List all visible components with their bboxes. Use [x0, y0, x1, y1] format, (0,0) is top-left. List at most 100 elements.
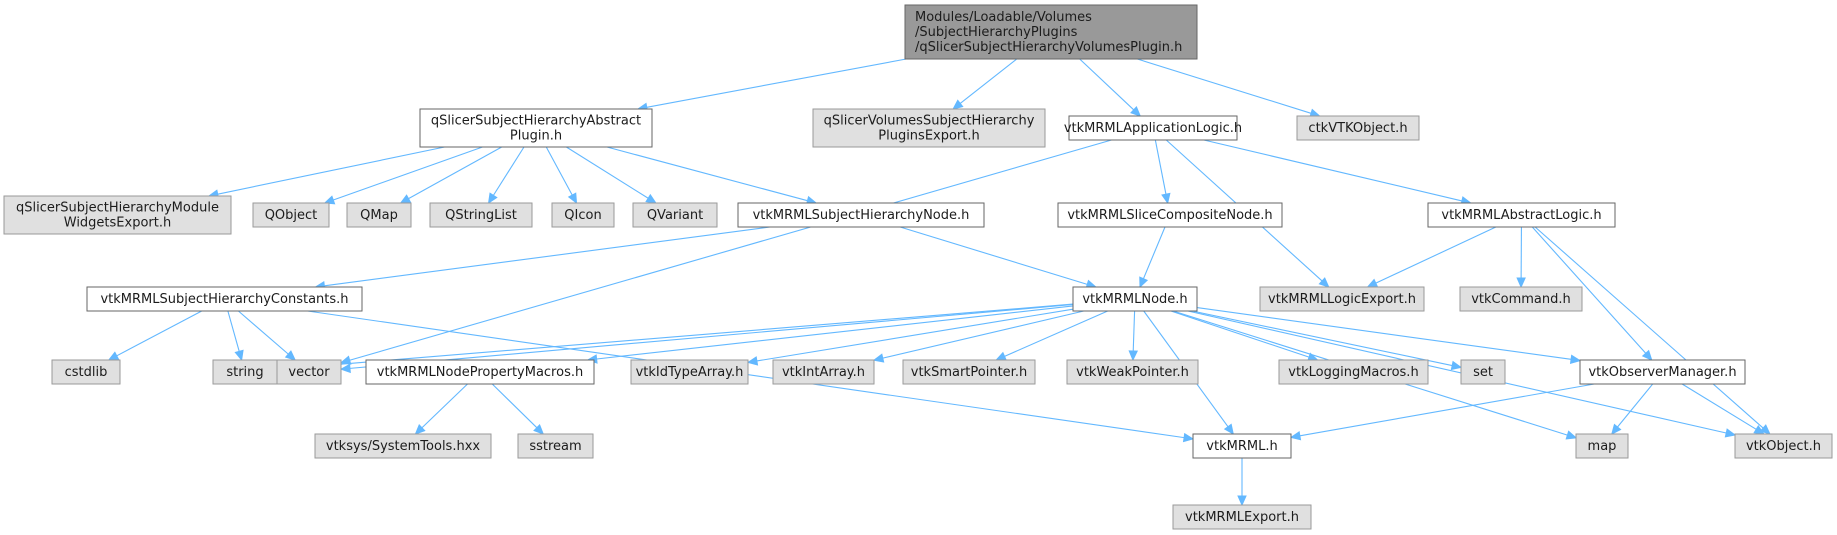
edge-abstractPlugin-to-QMap: [399, 146, 502, 204]
node-sstream: sstream: [517, 433, 594, 459]
node-box: [1575, 433, 1629, 459]
node-vtksys-systemtools-hxx: vtksys/SystemTools.hxx: [314, 433, 492, 459]
node-box: [1172, 504, 1312, 530]
node-label-line: map: [1588, 439, 1617, 454]
node-box: [630, 359, 749, 385]
edge-abstractPlugin-to-shNode: [606, 146, 818, 206]
node-box: [1427, 202, 1616, 228]
node-label-line: vtkMRMLSubjectHierarchyConstants.h: [100, 292, 348, 307]
edge-sliceComposite-to-mrmlNode: [1139, 226, 1166, 289]
node-label-line: vtkObject.h: [1746, 439, 1821, 454]
edges-layer: [107, 58, 1771, 507]
node-label-line: qSlicerSubjectHierarchyAbstract: [431, 114, 641, 129]
node-label-line: vtkMRMLSubjectHierarchyNode.h: [753, 208, 970, 223]
node-box: [1192, 433, 1292, 459]
node-vtkmrmlapplicationlogic-h[interactable]: vtkMRMLApplicationLogic.h: [1064, 115, 1242, 141]
edge-shNode-to-mrmlNode: [899, 226, 1098, 289]
edge-propMacros-to-systemTools: [414, 383, 468, 435]
node-box: [1259, 286, 1425, 312]
node-label-line: cstdlib: [65, 365, 108, 380]
node-vtkmrmlnodepropertymacros-h[interactable]: vtkMRMLNodePropertyMacros.h: [365, 359, 595, 385]
edge-mrmlNode-to-vector: [339, 303, 1074, 374]
node-vtksmartpointer-h: vtkSmartPointer.h: [902, 359, 1036, 385]
node-label-line: vtkMRMLAbstractLogic.h: [1441, 208, 1601, 223]
node-box: [429, 202, 533, 228]
node-vtkmrmlabstractlogic-h[interactable]: vtkMRMLAbstractLogic.h: [1427, 202, 1616, 228]
node-vtkmrmlsubjecthierarchynode-h[interactable]: vtkMRMLSubjectHierarchyNode.h: [737, 202, 985, 228]
node-label-line: /SubjectHierarchyPlugins: [915, 25, 1078, 40]
edge-appLogic-to-vector: [339, 139, 1112, 365]
node-box: [1278, 359, 1429, 385]
node-vtkmrmlslicecompositenode-h[interactable]: vtkMRMLSliceCompositeNode.h: [1057, 202, 1283, 228]
node-label-line: vector: [288, 365, 330, 380]
edge-root-to-ctkVTKObject: [1137, 58, 1321, 118]
node-box: [902, 359, 1036, 385]
node-label-line: sstream: [529, 439, 581, 454]
node-map: map: [1575, 433, 1629, 459]
node-label-line: vtkCommand.h: [1471, 292, 1571, 307]
node-box: [772, 359, 875, 385]
node-set: set: [1460, 359, 1506, 385]
node-label-line: vtkMRML.h: [1206, 439, 1277, 454]
node-label-line: QMap: [360, 208, 398, 223]
node-box: [1066, 359, 1199, 385]
node-label-line: Modules/Loadable/Volumes: [915, 10, 1092, 25]
node-box: [517, 433, 594, 459]
edge-shConstants-to-vector: [238, 310, 297, 361]
node-vtkmrmlnode-h[interactable]: vtkMRMLNode.h: [1072, 286, 1198, 312]
node-box: [1734, 433, 1833, 459]
edge-abstractPlugin-to-QStringList: [487, 146, 525, 205]
node-vtkobservermanager-h[interactable]: vtkObserverManager.h: [1579, 359, 1746, 385]
node-label-line: WidgetsExport.h: [64, 216, 171, 231]
node-box: [1459, 286, 1583, 312]
node-label-line: vtkMRMLLogicExport.h: [1268, 292, 1416, 307]
node-cstdlib: cstdlib: [51, 359, 121, 385]
edge-observerManager-to-vtkObject: [1681, 383, 1765, 435]
node-box: [812, 108, 1046, 148]
node-qslicersubjecthierarchymodulewidgetsexport-h: qSlicerSubjectHierarchyModuleWidgetsExpo…: [3, 195, 232, 235]
node-box: [3, 195, 232, 235]
edge-abstractLogic-to-vtkObject: [1534, 226, 1771, 435]
node-label-line: qSlicerSubjectHierarchyModule: [16, 201, 219, 216]
edge-mrmlNode-to-propMacros: [586, 305, 1074, 364]
node-label-line: vtkObserverManager.h: [1588, 365, 1736, 380]
node-label-line: vtkMRMLSliceCompositeNode.h: [1067, 208, 1272, 223]
node-box: [346, 202, 412, 228]
edge-abstractPlugin-to-QVariant: [566, 146, 657, 204]
node-box: [551, 202, 615, 228]
node-box: [1460, 359, 1506, 385]
edge-observerManager-to-vtkMRML: [1289, 383, 1595, 441]
node-vtkmrmlsubjecthierarchyconstants-h[interactable]: vtkMRMLSubjectHierarchyConstants.h: [86, 286, 363, 312]
node-vtkloggingmacros-h: vtkLoggingMacros.h: [1278, 359, 1429, 385]
edge-abstractPlugin-to-QIcon: [545, 146, 578, 205]
node-label-line: vtkLoggingMacros.h: [1288, 365, 1418, 380]
node-label-line: vtkMRMLNode.h: [1082, 292, 1187, 307]
node-box: [252, 202, 330, 228]
node-box: [1579, 359, 1746, 385]
edge-mrmlNode-to-weakPointer: [1128, 310, 1139, 362]
node-vtkmrml-h[interactable]: vtkMRML.h: [1192, 433, 1292, 459]
edge-shConstants-to-string: [227, 310, 244, 362]
node-box: [737, 202, 985, 228]
node-box: [276, 359, 342, 385]
node-qmap: QMap: [346, 202, 412, 228]
node-vtkintarray-h: vtkIntArray.h: [772, 359, 875, 385]
edge-abstractLogic-to-logicExport: [1366, 226, 1497, 288]
node-label-line: vtksys/SystemTools.hxx: [326, 439, 481, 454]
node-qslicervolumessubjecthierarchypluginsexport-h: qSlicerVolumesSubjectHierarchyPluginsExp…: [812, 108, 1046, 148]
node-vector: vector: [276, 359, 342, 385]
node-label-line: PluginsExport.h: [878, 129, 980, 144]
node-label-line: vtkIdTypeArray.h: [636, 365, 744, 380]
node-label-line: string: [226, 365, 263, 380]
node-box: [365, 359, 595, 385]
node-box: [1068, 115, 1238, 141]
edge-mrmlNode-to-loggingMacros: [1170, 310, 1319, 362]
nodes-layer: Modules/Loadable/Volumes/SubjectHierarch…: [3, 4, 1833, 530]
node-qicon: QIcon: [551, 202, 615, 228]
node-label-line: Plugin.h: [510, 129, 562, 144]
edge-appLogic-to-abstractLogic: [1203, 139, 1472, 206]
edge-vtkMRML-to-mrmlExport: [1237, 458, 1247, 507]
node-label-line: set: [1473, 365, 1493, 380]
